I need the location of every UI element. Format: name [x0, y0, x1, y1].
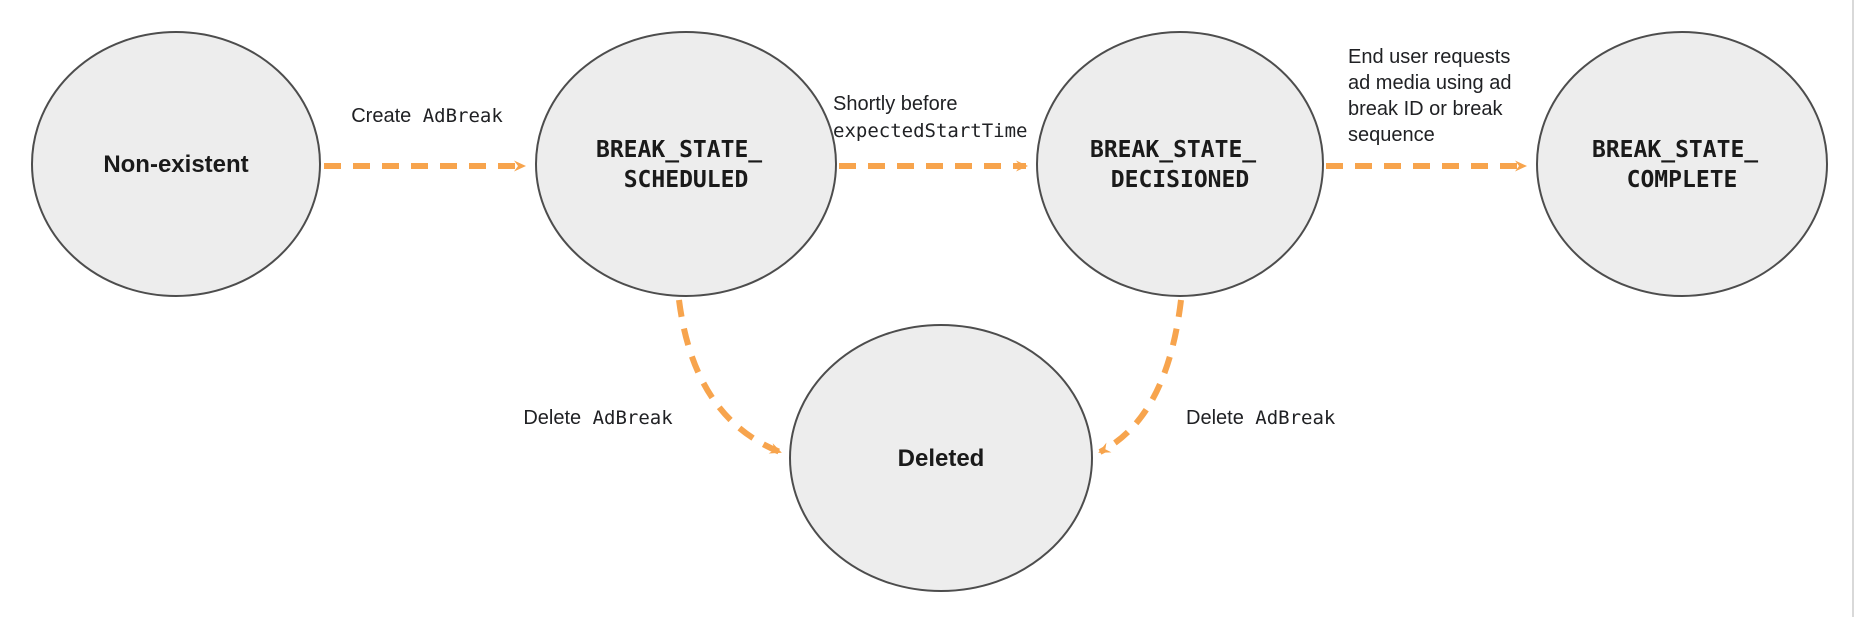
state-non-existent: Non-existent: [31, 31, 321, 297]
state-decisioned-circle: [1036, 31, 1324, 297]
state-decisioned-label: BREAK_STATE_ DECISIONED: [1090, 137, 1270, 193]
label-delete-adbreak-right: Delete AdBreak: [1186, 407, 1336, 429]
label-delete-adbreak-left: Delete AdBreak: [523, 407, 673, 429]
state-break-state-complete: BREAK_STATE_ COMPLETE: [1536, 31, 1828, 297]
state-scheduled-label: BREAK_STATE_ SCHEDULED: [596, 137, 776, 193]
state-non-existent-label: Non-existent: [103, 151, 248, 178]
state-deleted: Deleted: [789, 324, 1093, 592]
state-deleted-circle: [789, 324, 1093, 592]
state-complete-circle: [1536, 31, 1828, 297]
state-complete-label: BREAK_STATE_ COMPLETE: [1592, 137, 1772, 193]
edge-delete-from-decisioned: [1098, 299, 1184, 455]
edge-delete-from-scheduled: [676, 299, 782, 455]
state-scheduled-circle: [535, 31, 837, 297]
label-shortly-before: Shortly before expectedStartTime: [833, 93, 1027, 142]
label-create-adbreak: Create AdBreak: [351, 105, 503, 127]
state-non-existent-circle: [31, 31, 321, 297]
state-break-state-scheduled: BREAK_STATE_ SCHEDULED: [535, 31, 837, 297]
state-break-state-decisioned: BREAK_STATE_ DECISIONED: [1036, 31, 1324, 297]
state-deleted-label: Deleted: [898, 445, 985, 472]
label-end-user-request: End user requests ad media using ad brea…: [1348, 46, 1517, 146]
